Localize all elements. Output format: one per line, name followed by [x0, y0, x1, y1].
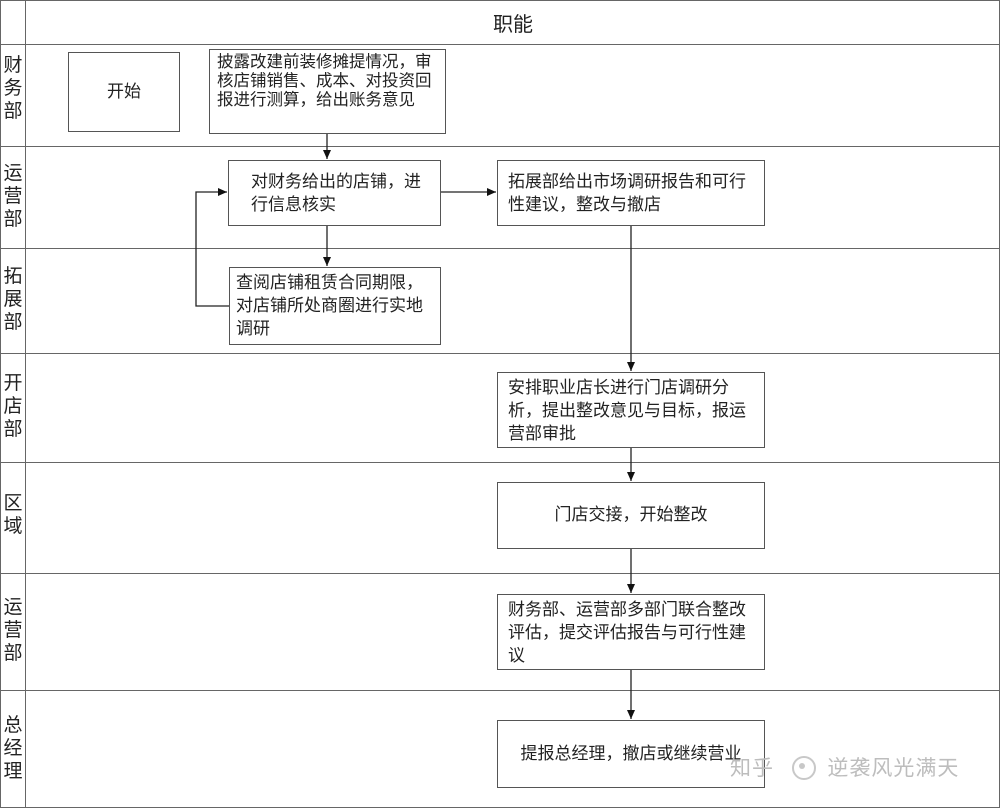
border-left — [0, 0, 1, 808]
finance-review-node: 披露改建前装修摊提情况，审核店铺销售、成本、对投资回报进行测算，给出账务意见 — [209, 49, 446, 134]
start-node: 开始 — [68, 52, 180, 132]
border-top — [0, 0, 1000, 1]
lane-label-region: 区域 — [3, 492, 23, 537]
header-title: 职能 — [493, 11, 533, 36]
lane-label-operations: 运营部 — [3, 162, 23, 230]
watermark-text-left: 知乎 — [730, 756, 774, 780]
lane-divider — [0, 146, 1000, 147]
lane-divider — [0, 248, 1000, 249]
lane-label-expansion: 拓展部 — [3, 265, 23, 333]
lane-divider — [0, 462, 1000, 463]
gm-decision-node: 提报总经理，撤店或继续营业 — [497, 720, 765, 788]
lane-label-finance: 财务部 — [3, 54, 23, 122]
arrow-research-loop-back — [195, 188, 229, 307]
lane-label-general-manager: 总经理 — [3, 714, 23, 782]
handover-node: 门店交接，开始整改 — [497, 482, 765, 549]
lane-divider — [0, 573, 1000, 574]
watermark-text-right: 逆袭风光满天 — [827, 756, 960, 780]
header-divider — [0, 44, 1000, 45]
store-manager-node: 安排职业店长进行门店调研分析，提出整改意见与目标，报运营部审批 — [497, 372, 765, 448]
lane-divider — [0, 353, 1000, 354]
lane-divider — [0, 690, 1000, 691]
lane-label-store-opening: 开店部 — [3, 372, 23, 440]
watermark: 知乎 逆袭风光满天 — [730, 752, 959, 783]
lane-label-operations-2: 运营部 — [3, 596, 23, 664]
label-column-divider — [25, 0, 26, 808]
expansion-research-node: 查阅店铺租赁合同期限，对店铺所处商圈进行实地调研 — [229, 267, 441, 345]
joint-evaluation-node: 财务部、运营部多部门联合整改评估，提交评估报告与可行性建议 — [497, 594, 765, 670]
market-report-node: 拓展部给出市场调研报告和可行性建议，整改与撤店 — [497, 160, 765, 226]
user-icon — [791, 755, 816, 780]
ops-verify-node: 对财务给出的店铺，进行信息核实 — [228, 160, 441, 226]
